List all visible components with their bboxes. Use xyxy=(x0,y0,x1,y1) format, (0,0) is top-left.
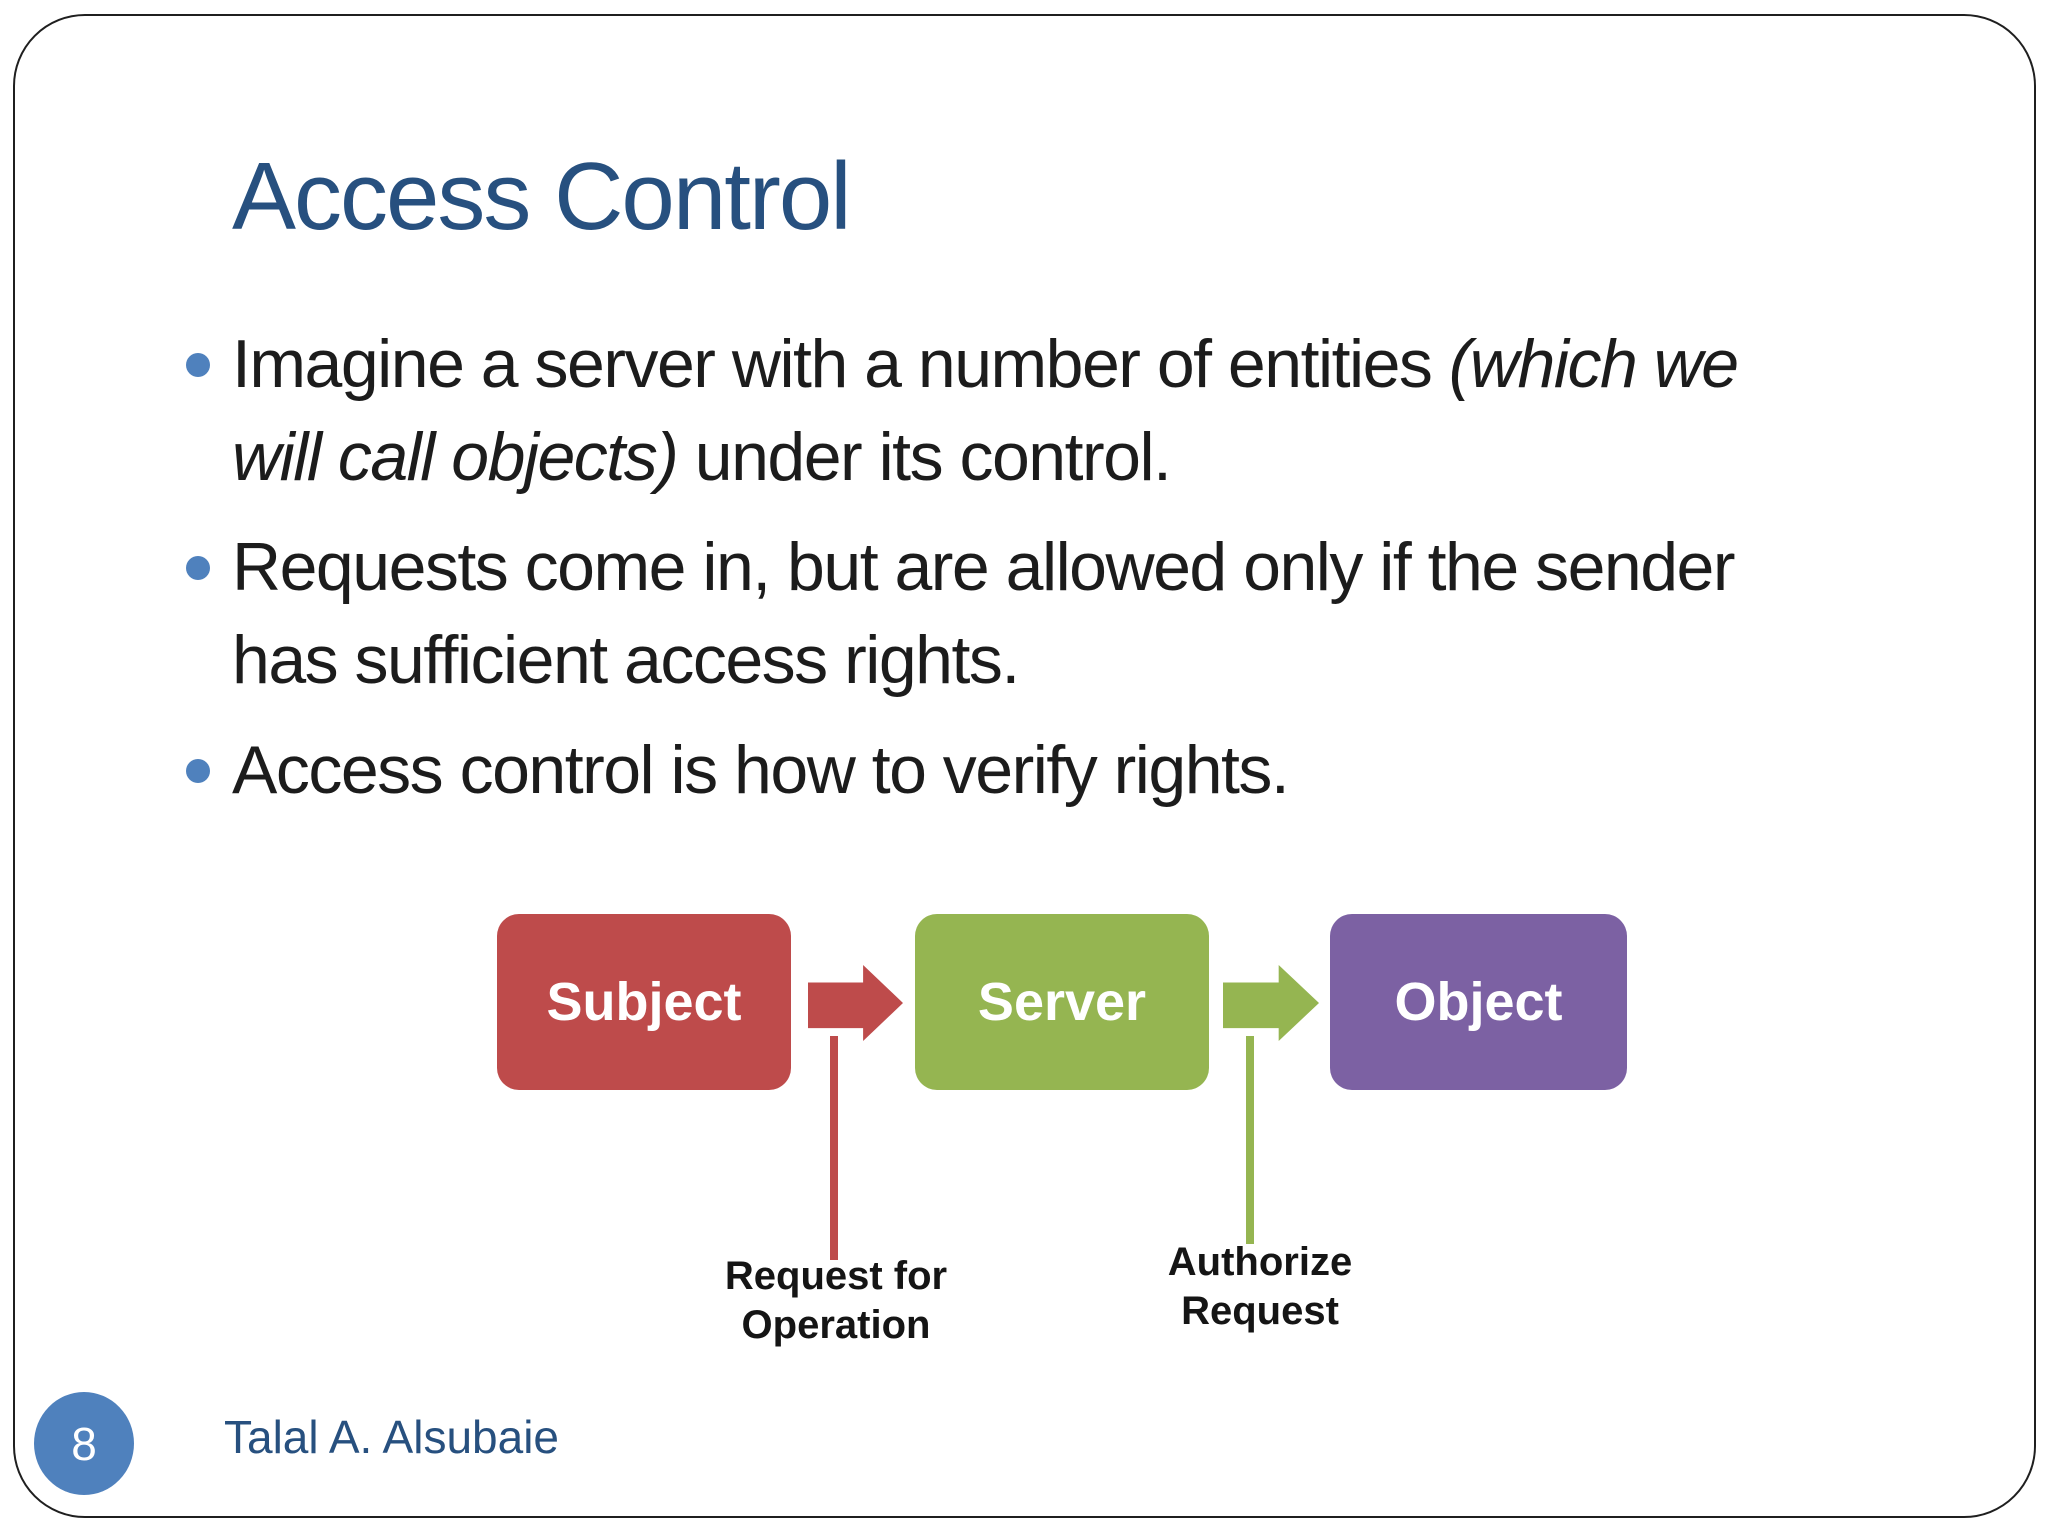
bullet-text: Imagine a server with a number of entiti… xyxy=(232,318,1796,504)
diagram-node-object: Object xyxy=(1330,914,1627,1090)
diagram-node-server: Server xyxy=(915,914,1209,1090)
bullet-text-normal: under its control. xyxy=(677,419,1172,495)
slide-title: Access Control xyxy=(232,143,852,250)
bullet-item: Access control is how to verify rights. xyxy=(186,724,1796,817)
diagram-node-label: Object xyxy=(1394,972,1563,1032)
bullet-list: Imagine a server with a number of entiti… xyxy=(186,318,1796,834)
bullet-text-normal: Access control is how to verify rights. xyxy=(232,732,1290,808)
bullet-text: Access control is how to verify rights. xyxy=(232,724,1290,817)
authorize-callout-line xyxy=(1246,1036,1254,1244)
bullet-item: Imagine a server with a number of entiti… xyxy=(186,318,1796,504)
bullet-circle-icon xyxy=(186,759,210,783)
diagram-node-label: Server xyxy=(977,972,1147,1032)
slide-border xyxy=(13,14,2036,1518)
bullet-circle-icon xyxy=(186,556,210,580)
authorize-request-label: Authorize Request xyxy=(1167,1240,1353,1333)
page-number: 8 xyxy=(71,1417,97,1470)
bullet-text: Requests come in, but are allowed only i… xyxy=(232,521,1796,707)
footer-author: Talal A. Alsubaie xyxy=(224,1411,560,1463)
bullet-text-italic: (which we will call objects) xyxy=(232,326,1739,495)
bullet-item: Requests come in, but are allowed only i… xyxy=(186,521,1796,707)
bullet-text-normal: Imagine a server with a number of entiti… xyxy=(232,326,1449,402)
diagram-node-subject: Subject xyxy=(497,914,791,1090)
request-callout-line xyxy=(830,1036,838,1260)
page-number-badge: 8 xyxy=(34,1392,134,1495)
request-for-operation-label: Request for Operation xyxy=(724,1254,948,1347)
bullet-circle-icon xyxy=(186,353,210,377)
bullet-text-normal: Requests come in, but are allowed only i… xyxy=(232,529,1736,698)
diagram-node-label: Subject xyxy=(546,972,742,1032)
